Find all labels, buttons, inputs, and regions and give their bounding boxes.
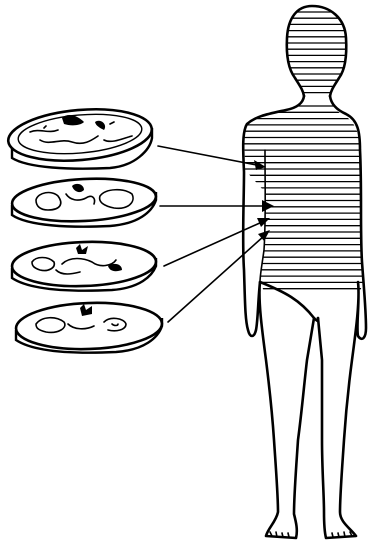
crotch-line	[260, 282, 318, 321]
torso-stripes	[240, 106, 370, 289]
level-arrows	[158, 146, 274, 322]
head-outline	[287, 6, 346, 96]
arrow-2-head	[262, 200, 274, 212]
cross-section-slice-4	[15, 300, 163, 352]
cross-section-slice-2	[11, 175, 157, 226]
arrow-4	[168, 236, 264, 322]
arm-line-left	[260, 150, 265, 282]
cross-section-slice-3	[11, 240, 156, 291]
arrow-3	[164, 222, 262, 266]
human-figure	[240, 6, 370, 538]
cross-section-slice-1	[6, 104, 154, 169]
